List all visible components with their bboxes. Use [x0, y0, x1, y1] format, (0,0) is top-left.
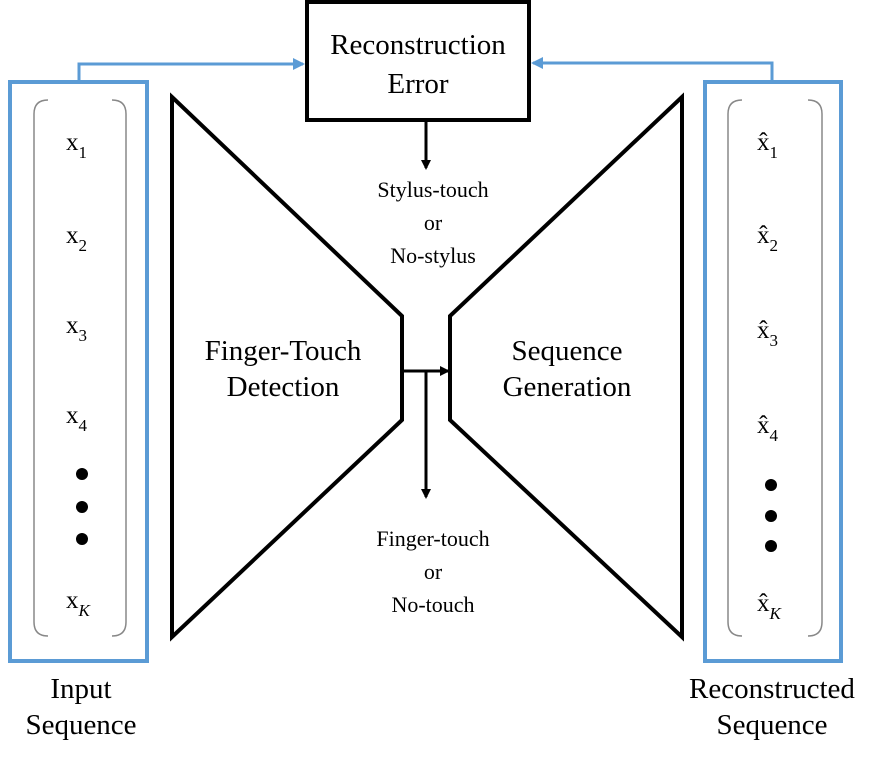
finger-output-line3: No-touch — [391, 592, 474, 617]
stylus-output-line2: or — [424, 210, 443, 235]
output-item: x̂1 — [757, 129, 778, 162]
input-item: x1 — [66, 129, 87, 162]
input-item: x3 — [66, 312, 87, 345]
input-sequence-label-line2: Sequence — [25, 709, 136, 741]
ellipsis-dot — [76, 501, 88, 513]
reconstruction-error-line2: Error — [387, 68, 449, 100]
output-item: x̂2 — [757, 222, 778, 255]
input-sequence-box: x1 x2 x3 x4 xK — [8, 80, 149, 663]
ellipsis-dot — [765, 510, 777, 522]
input-to-error-connector — [77, 58, 305, 82]
output-left-bracket — [727, 99, 743, 637]
reconstructed-sequence-label-line1: Reconstructed — [689, 673, 855, 705]
input-sequence-label-line1: Input — [50, 673, 111, 705]
ellipsis-dot — [765, 540, 777, 552]
input-left-bracket — [33, 99, 49, 637]
ellipsis-dot — [76, 468, 88, 480]
finger-output-line2: or — [424, 559, 443, 584]
ellipsis-dot — [76, 533, 88, 545]
stylus-output-line3: No-stylus — [390, 243, 476, 268]
stylus-output-line1: Stylus-touch — [377, 177, 488, 202]
encoder-shape — [170, 92, 404, 642]
reconstructed-sequence-box: x̂1 x̂2 x̂3 x̂4 x̂K — [703, 80, 843, 663]
encoder-label-line2: Detection — [227, 371, 340, 403]
output-item: x̂K — [757, 590, 783, 623]
output-right-bracket — [807, 99, 823, 637]
decoder-label-line1: Sequence — [511, 335, 622, 367]
output-item: x̂4 — [757, 412, 779, 445]
encoder-label-line1: Finger-Touch — [205, 335, 362, 367]
reconstructed-sequence-label-line2: Sequence — [716, 709, 827, 741]
reconstruction-error-box — [305, 0, 531, 122]
input-right-bracket — [111, 99, 127, 637]
output-to-error-connector — [531, 57, 774, 82]
output-item: x̂3 — [757, 317, 778, 350]
decoder-shape — [448, 92, 684, 642]
input-item: x2 — [66, 222, 87, 255]
input-item: x4 — [66, 402, 88, 435]
reconstruction-error-line1: Reconstruction — [330, 29, 506, 61]
ellipsis-dot — [765, 479, 777, 491]
finger-output-line1: Finger-touch — [376, 526, 489, 551]
decoder-label-line2: Generation — [503, 371, 632, 403]
input-item: xK — [66, 587, 92, 620]
